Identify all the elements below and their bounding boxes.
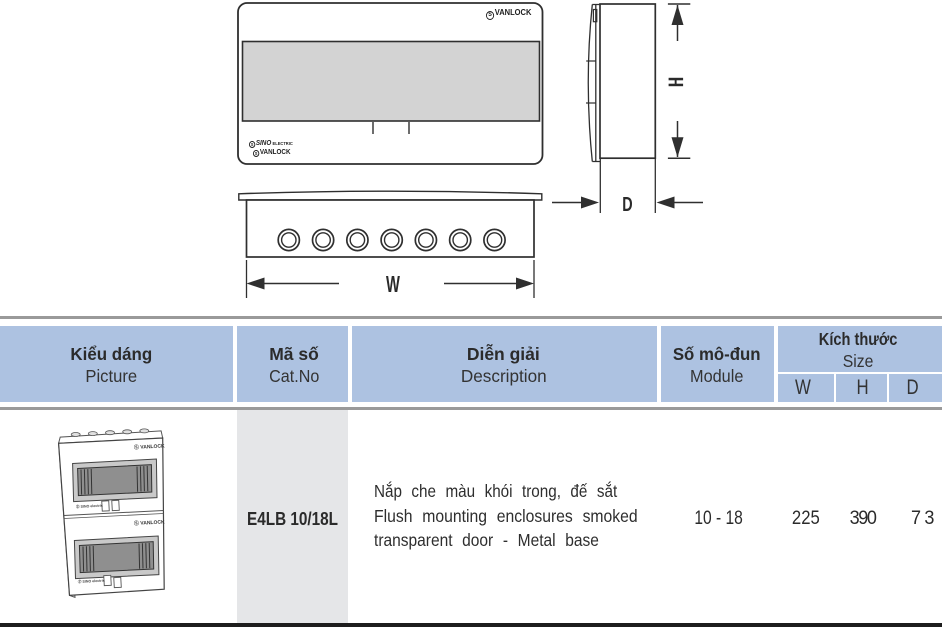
svg-text:Ⓢ SINO electric: Ⓢ SINO electric xyxy=(76,503,103,509)
svg-text:D: D xyxy=(622,193,633,216)
svg-text:Ⓢ VANLOCK: Ⓢ VANLOCK xyxy=(134,442,165,451)
svg-text:W: W xyxy=(386,273,400,298)
svg-text:Ⓢ SINO electric: Ⓢ SINO electric xyxy=(78,578,105,584)
svg-text:Ⓢ VANLOCK: Ⓢ VANLOCK xyxy=(134,518,165,527)
